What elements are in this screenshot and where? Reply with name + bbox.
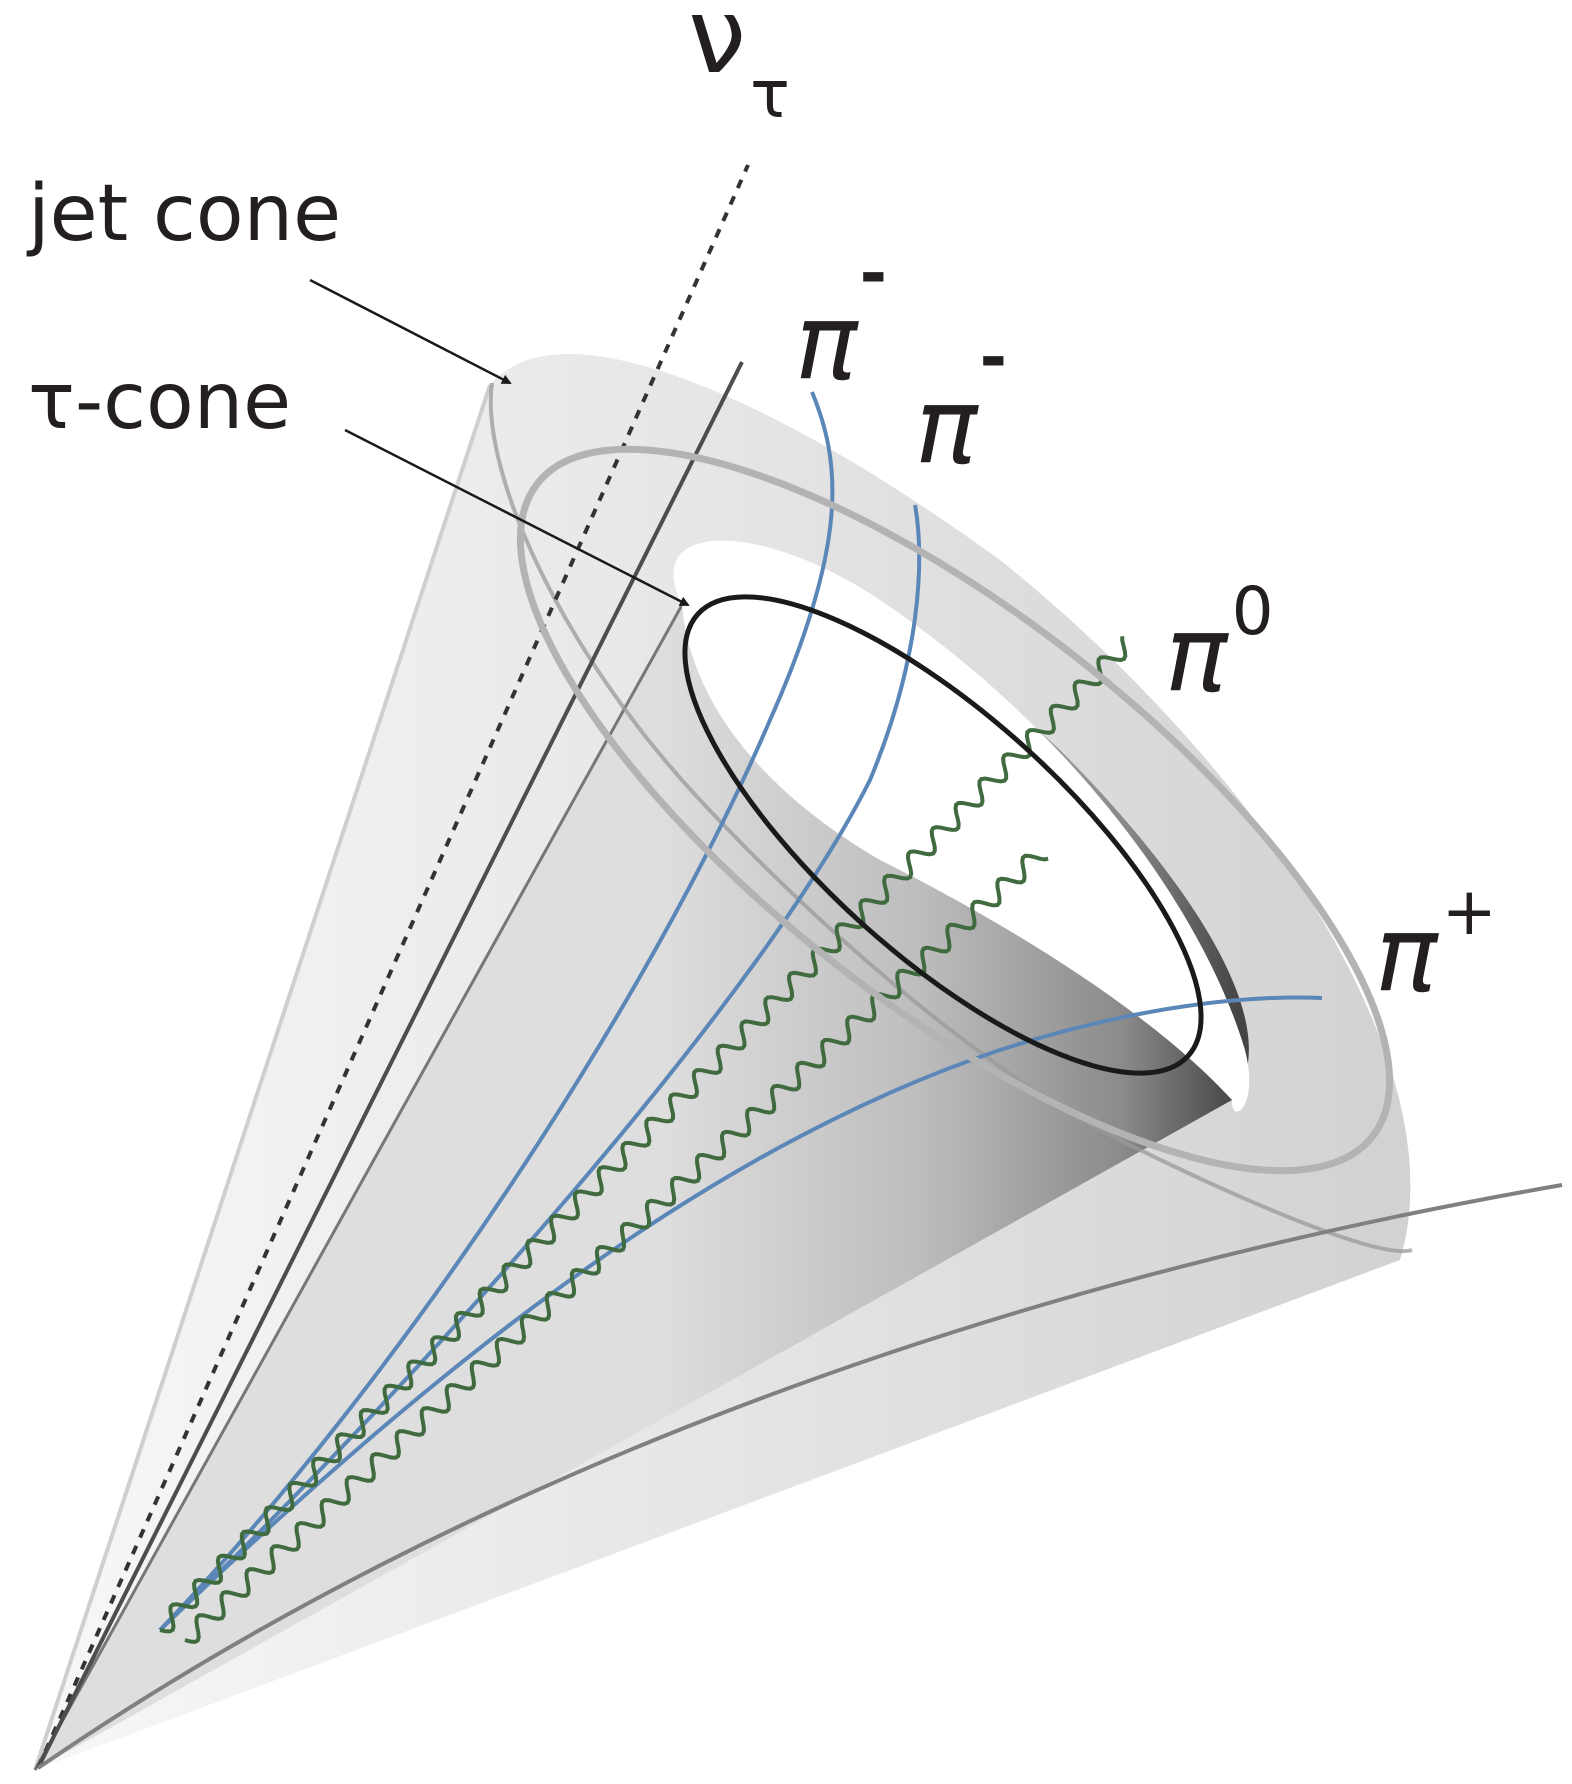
tau-cone-opening	[673, 540, 1250, 1112]
neutrino-label: ντ	[688, 0, 790, 133]
pi-minus-track-2	[158, 504, 922, 1632]
pi-zero-track-2	[184, 853, 1049, 1644]
neutrino-direction-line	[36, 164, 750, 1769]
tau-cone-rim	[682, 594, 1204, 1076]
pi-zero-label: π0	[1165, 573, 1274, 715]
pi-minus-track-1	[158, 391, 835, 1632]
pi-zero-track-1	[159, 636, 1128, 1634]
jet-cone-label: jet cone	[26, 169, 341, 259]
tau-cone-label: τ-cone	[28, 357, 291, 447]
outer-track-line	[36, 1183, 1563, 1770]
pi-minus-label-1: π-	[795, 235, 887, 403]
pi-plus-label: π+	[1375, 873, 1497, 1015]
tau-cone-left-edge	[33, 604, 684, 1771]
jet-cone-back-rim	[488, 382, 1413, 1254]
jet-cone-pointer-arrow	[309, 278, 512, 385]
tau-cone-pointer-arrow	[344, 428, 690, 607]
jet-cone-rim	[516, 445, 1394, 1175]
jet-cone-left-edge	[33, 384, 492, 1771]
tau-axis-line	[36, 361, 744, 1769]
pi-plus-track	[158, 995, 1323, 1632]
pi-minus-label-2: π-	[915, 319, 1007, 487]
